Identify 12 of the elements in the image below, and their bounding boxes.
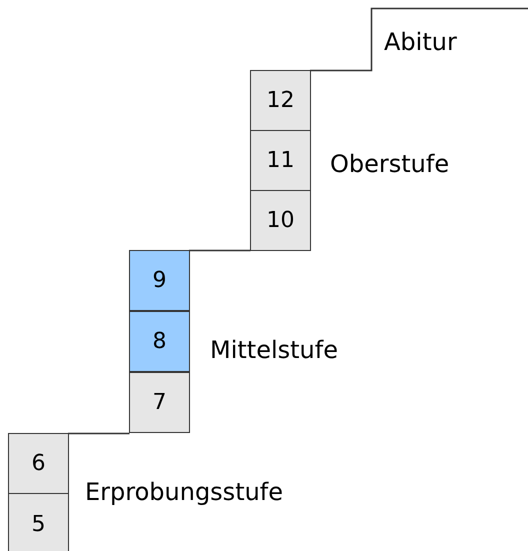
grade-box: 5 <box>8 493 69 551</box>
grade-box: 10 <box>250 190 311 251</box>
stage-label: Erprobungsstufe <box>85 480 284 504</box>
grade-box: 9 <box>129 250 190 311</box>
final-stage-label: Abitur <box>384 30 457 54</box>
stage-label: Mittelstufe <box>210 338 338 362</box>
stage-label: Oberstufe <box>330 152 450 176</box>
grade-box: 7 <box>129 372 190 433</box>
grade-box: 11 <box>250 130 311 191</box>
grade-box: 12 <box>250 70 311 131</box>
grade-box: 8 <box>129 311 190 372</box>
grade-box: 6 <box>8 433 69 494</box>
